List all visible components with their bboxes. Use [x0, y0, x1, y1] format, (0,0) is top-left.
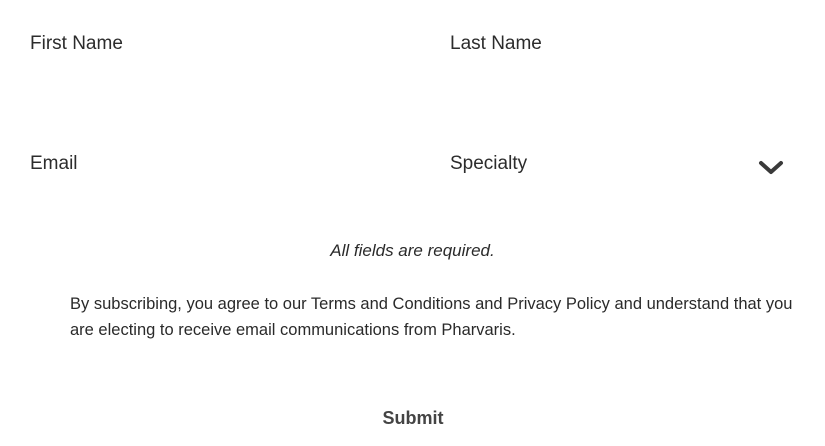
email-field[interactable]: Email — [30, 153, 410, 193]
required-fields-note: All fields are required. — [330, 241, 495, 260]
specialty-selected-value: Specialty — [450, 153, 528, 174]
last-name-placeholder: Last Name — [450, 33, 542, 54]
email-placeholder: Email — [30, 153, 78, 174]
submit-button[interactable]: Submit — [363, 400, 463, 436]
consent-text: By subscribing, you agree to our Terms a… — [70, 295, 793, 339]
first-name-field[interactable]: First Name — [30, 33, 410, 73]
specialty-select[interactable]: Specialty — [450, 153, 795, 193]
last-name-field[interactable]: Last Name — [450, 33, 795, 73]
first-name-placeholder: First Name — [30, 33, 123, 54]
chevron-down-icon[interactable] — [758, 159, 784, 177]
